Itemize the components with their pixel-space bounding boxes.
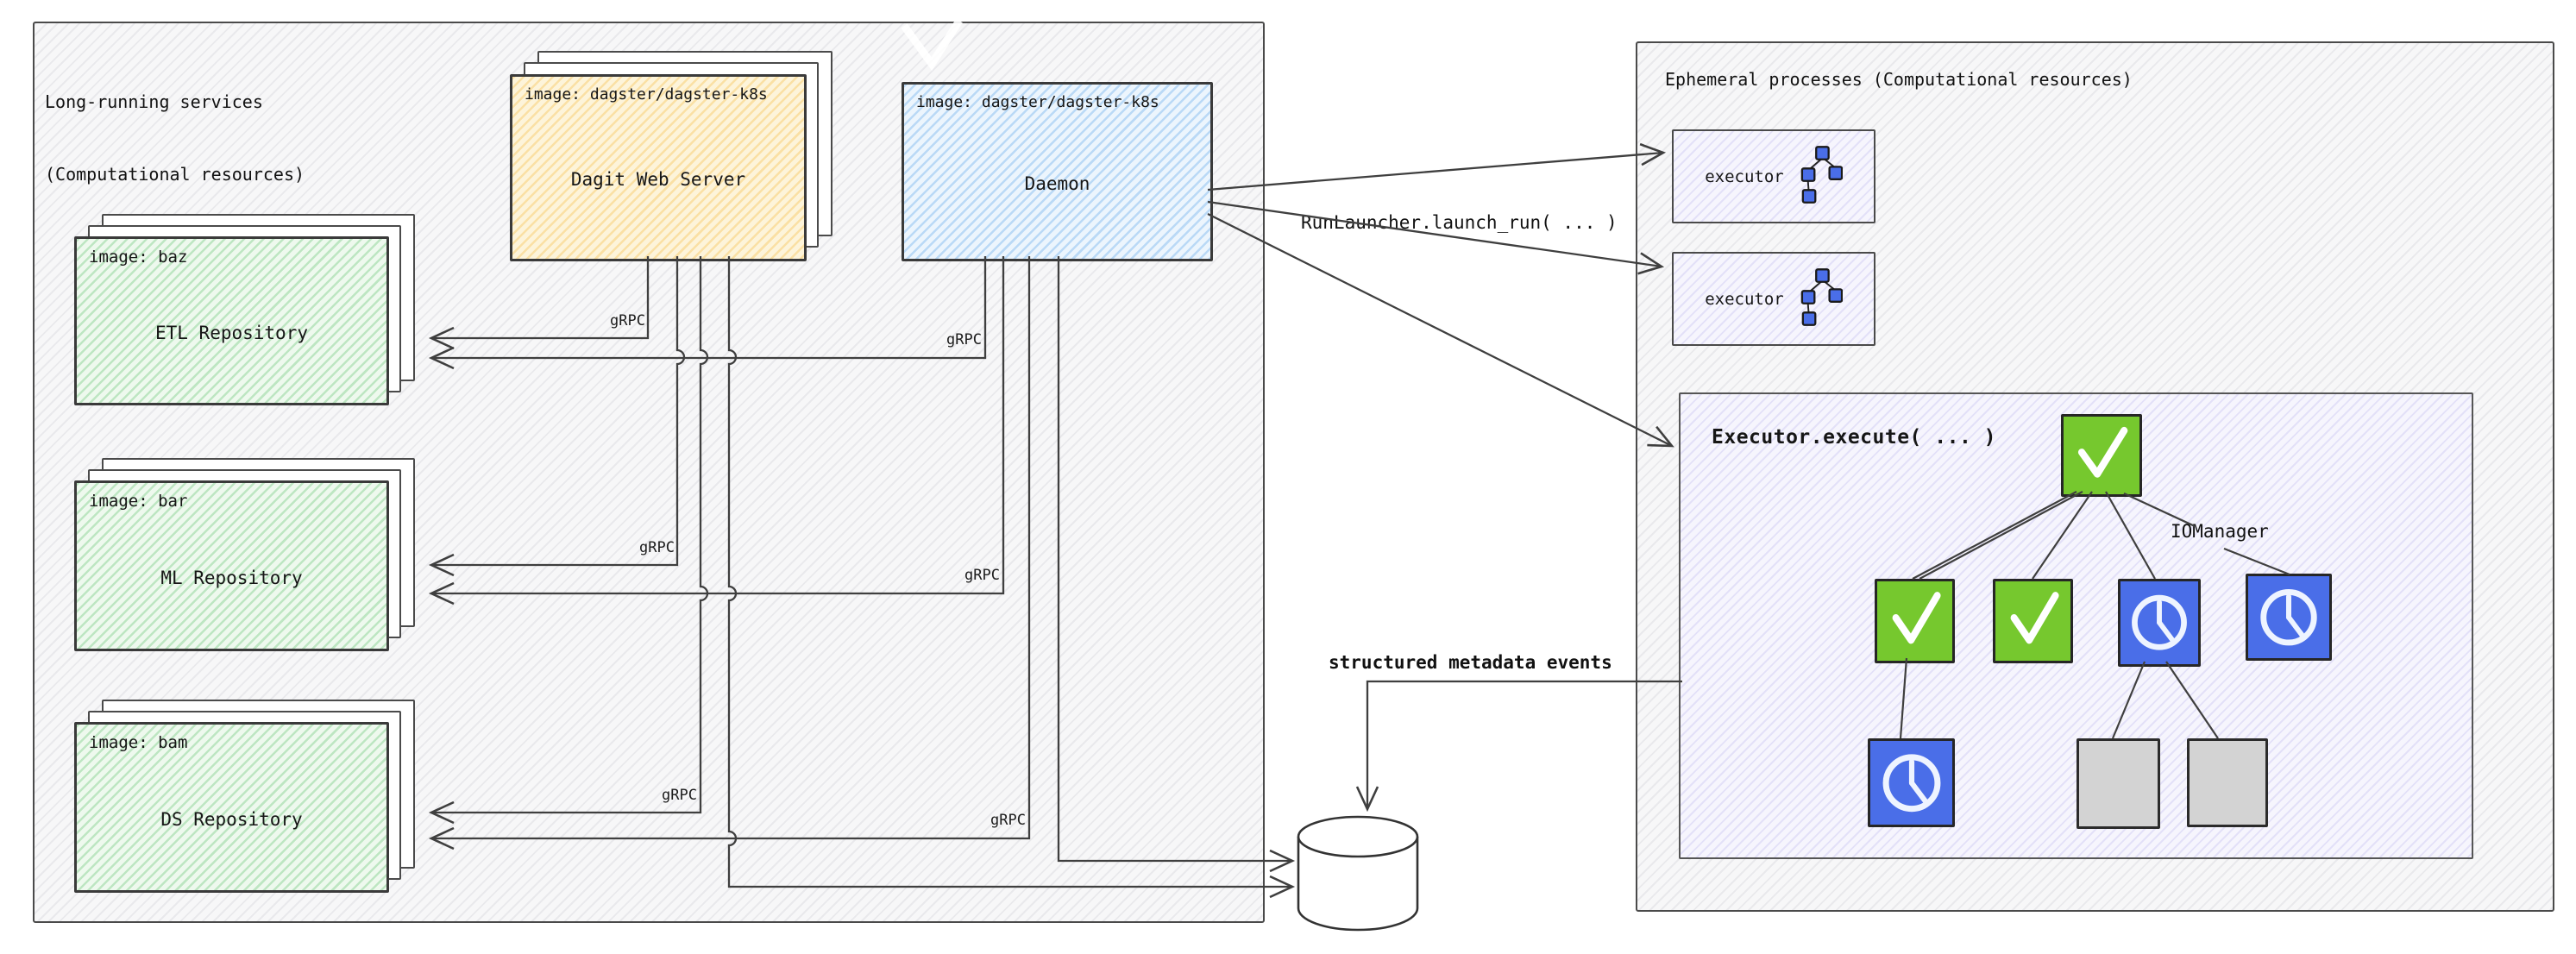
iomanager-label: IOManager [2171, 521, 2269, 542]
executor-2-label: executor [1705, 289, 1784, 309]
check-icon [1999, 582, 2068, 660]
ds-repository-name: DS Repository [160, 809, 303, 830]
arrow-daemon-executor-1 [1207, 142, 1667, 191]
database-cylinder [1297, 815, 1419, 932]
executor-execute-title: Executor.execute( ... ) [1712, 426, 1996, 449]
step-node-waiting-3 [1868, 738, 1955, 827]
metadata-events-label: structured metadata events [1329, 652, 1612, 673]
executor-1-label: executor [1705, 166, 1784, 186]
left-panel-title: Long-running services (Computational res… [45, 41, 305, 235]
dagit-image-label: image: dagster/dagster-k8s [525, 85, 768, 104]
step-node-pending-1 [2077, 738, 2160, 829]
right-panel-title: Ephemeral processes (Computational resou… [1665, 69, 2133, 90]
etl-repository-name: ETL Repository [154, 323, 308, 343]
database-label: Database [1321, 875, 1403, 896]
ds-repository-card: image: bam DS Repository [74, 722, 389, 893]
grpc-label-dagit-ds: gRPC [662, 787, 697, 804]
etl-repository-card: image: baz ETL Repository [74, 236, 389, 405]
grpc-label-daemon-etl: gRPC [946, 331, 982, 348]
step-node-success-2 [1993, 579, 2073, 663]
check-icon [1881, 582, 1950, 660]
arrow-daemon-execute-panel [1207, 212, 1674, 448]
dag-icon [1800, 267, 1843, 331]
dag-icon [1800, 145, 1843, 209]
check-icon [2066, 417, 2137, 493]
left-panel-title-line1: Long-running services [45, 91, 263, 112]
step-node-pending-2 [2187, 738, 2268, 827]
clock-icon [1874, 743, 1950, 824]
dagit-web-server-card: image: dagster/dagster-k8s Dagit Web Ser… [510, 74, 807, 261]
grpc-label-daemon-ds: gRPC [990, 812, 1026, 829]
ml-image-label: image: bar [89, 492, 188, 511]
grpc-label-dagit-ml: gRPC [639, 539, 675, 556]
daemon-card: image: dagster/dagster-k8s Daemon [902, 82, 1213, 261]
daemon-name: Daemon [1024, 173, 1090, 194]
step-node-waiting-2 [2246, 574, 2332, 661]
daemon-image-label: image: dagster/dagster-k8s [916, 93, 1159, 111]
step-node-success-1 [1875, 579, 1955, 663]
left-panel-title-line2: (Computational resources) [45, 164, 305, 185]
ml-repository-card: image: bar ML Repository [74, 480, 389, 651]
dagit-name: Dagit Web Server [570, 169, 746, 190]
grpc-label-dagit-etl: gRPC [610, 312, 645, 330]
ml-repository-name: ML Repository [160, 568, 303, 588]
clock-icon [2123, 582, 2196, 663]
etl-image-label: image: baz [89, 248, 188, 267]
grpc-label-daemon-ml: gRPC [964, 567, 1000, 584]
step-node-waiting-1 [2118, 579, 2201, 667]
clock-icon [2252, 578, 2326, 657]
run-launcher-label: RunLauncher.launch_run( ... ) [1301, 212, 1618, 233]
step-node-root [2061, 414, 2142, 497]
executor-box-2: executor [1672, 252, 1875, 346]
executor-box-1: executor [1672, 129, 1875, 223]
ds-image-label: image: bam [89, 733, 188, 752]
